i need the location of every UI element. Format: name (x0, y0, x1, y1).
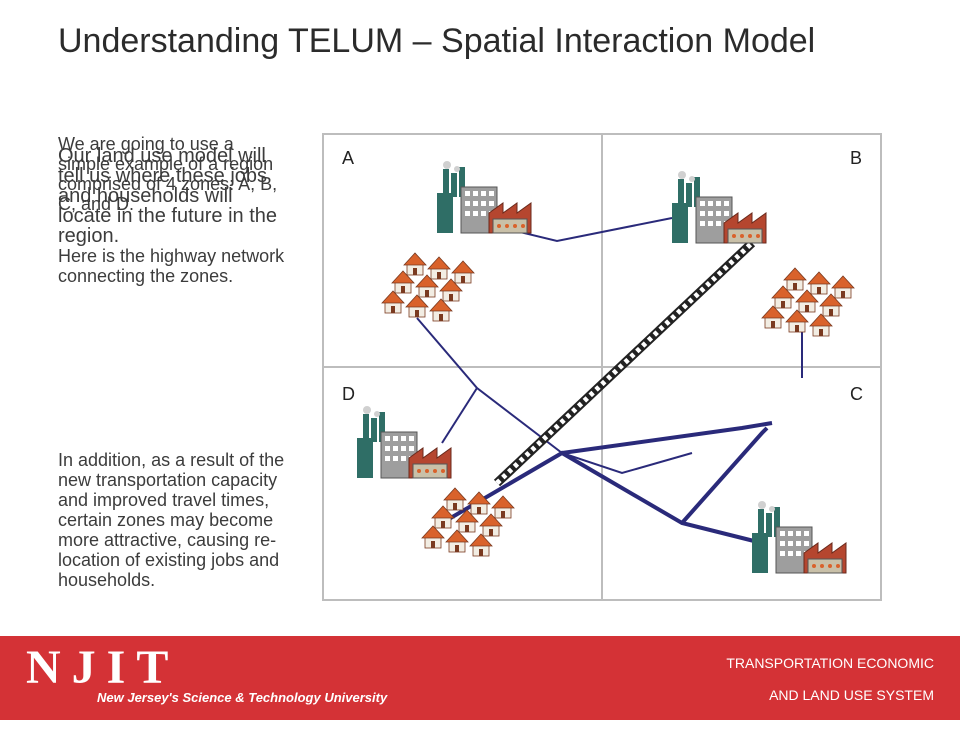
highway-major (440, 421, 773, 545)
zone-label-a: A (342, 148, 354, 168)
footer-line-2: AND LAND USE SYSTEM (769, 687, 934, 703)
njit-logo: NJIT (26, 641, 180, 694)
footer-program-name: TRANSPORTATION ECONOMIC AND LAND USE SYS… (726, 654, 934, 750)
paragraph-highway-network: Here is the highway network connecting t… (58, 246, 285, 286)
njit-tagline: New Jersey's Science & Technology Univer… (97, 690, 388, 705)
footer-line-1: TRANSPORTATION ECONOMIC (726, 655, 934, 671)
zone-label-b: B (850, 148, 862, 168)
overlapping-text-stack: We are going to use a simple example of … (58, 134, 290, 604)
factory-icon-d (356, 405, 452, 479)
footer-line-3: (TELUS) (879, 719, 934, 735)
footer-bar (0, 636, 960, 720)
region-map: A B C D (322, 133, 882, 601)
housing-icon-b (762, 268, 854, 336)
zone-label-d: D (342, 384, 355, 404)
factory-icon-b (671, 170, 767, 244)
factory-icon-a (436, 160, 532, 234)
paragraph-land-use-model: Our land use model will tell us where th… (58, 145, 278, 247)
slide-title: Understanding TELUM – Spatial Interactio… (58, 22, 816, 60)
paragraph-relocation: In addition, as a result of the new tran… (58, 450, 285, 590)
zone-label-c: C (850, 384, 863, 404)
paragraph-zones-intro: We are going to use a simple example of … (58, 134, 278, 214)
factory-icon-c (751, 500, 847, 574)
housing-icon-d (422, 488, 514, 556)
housing-icon-a (382, 253, 474, 321)
rail-ties (495, 241, 754, 485)
